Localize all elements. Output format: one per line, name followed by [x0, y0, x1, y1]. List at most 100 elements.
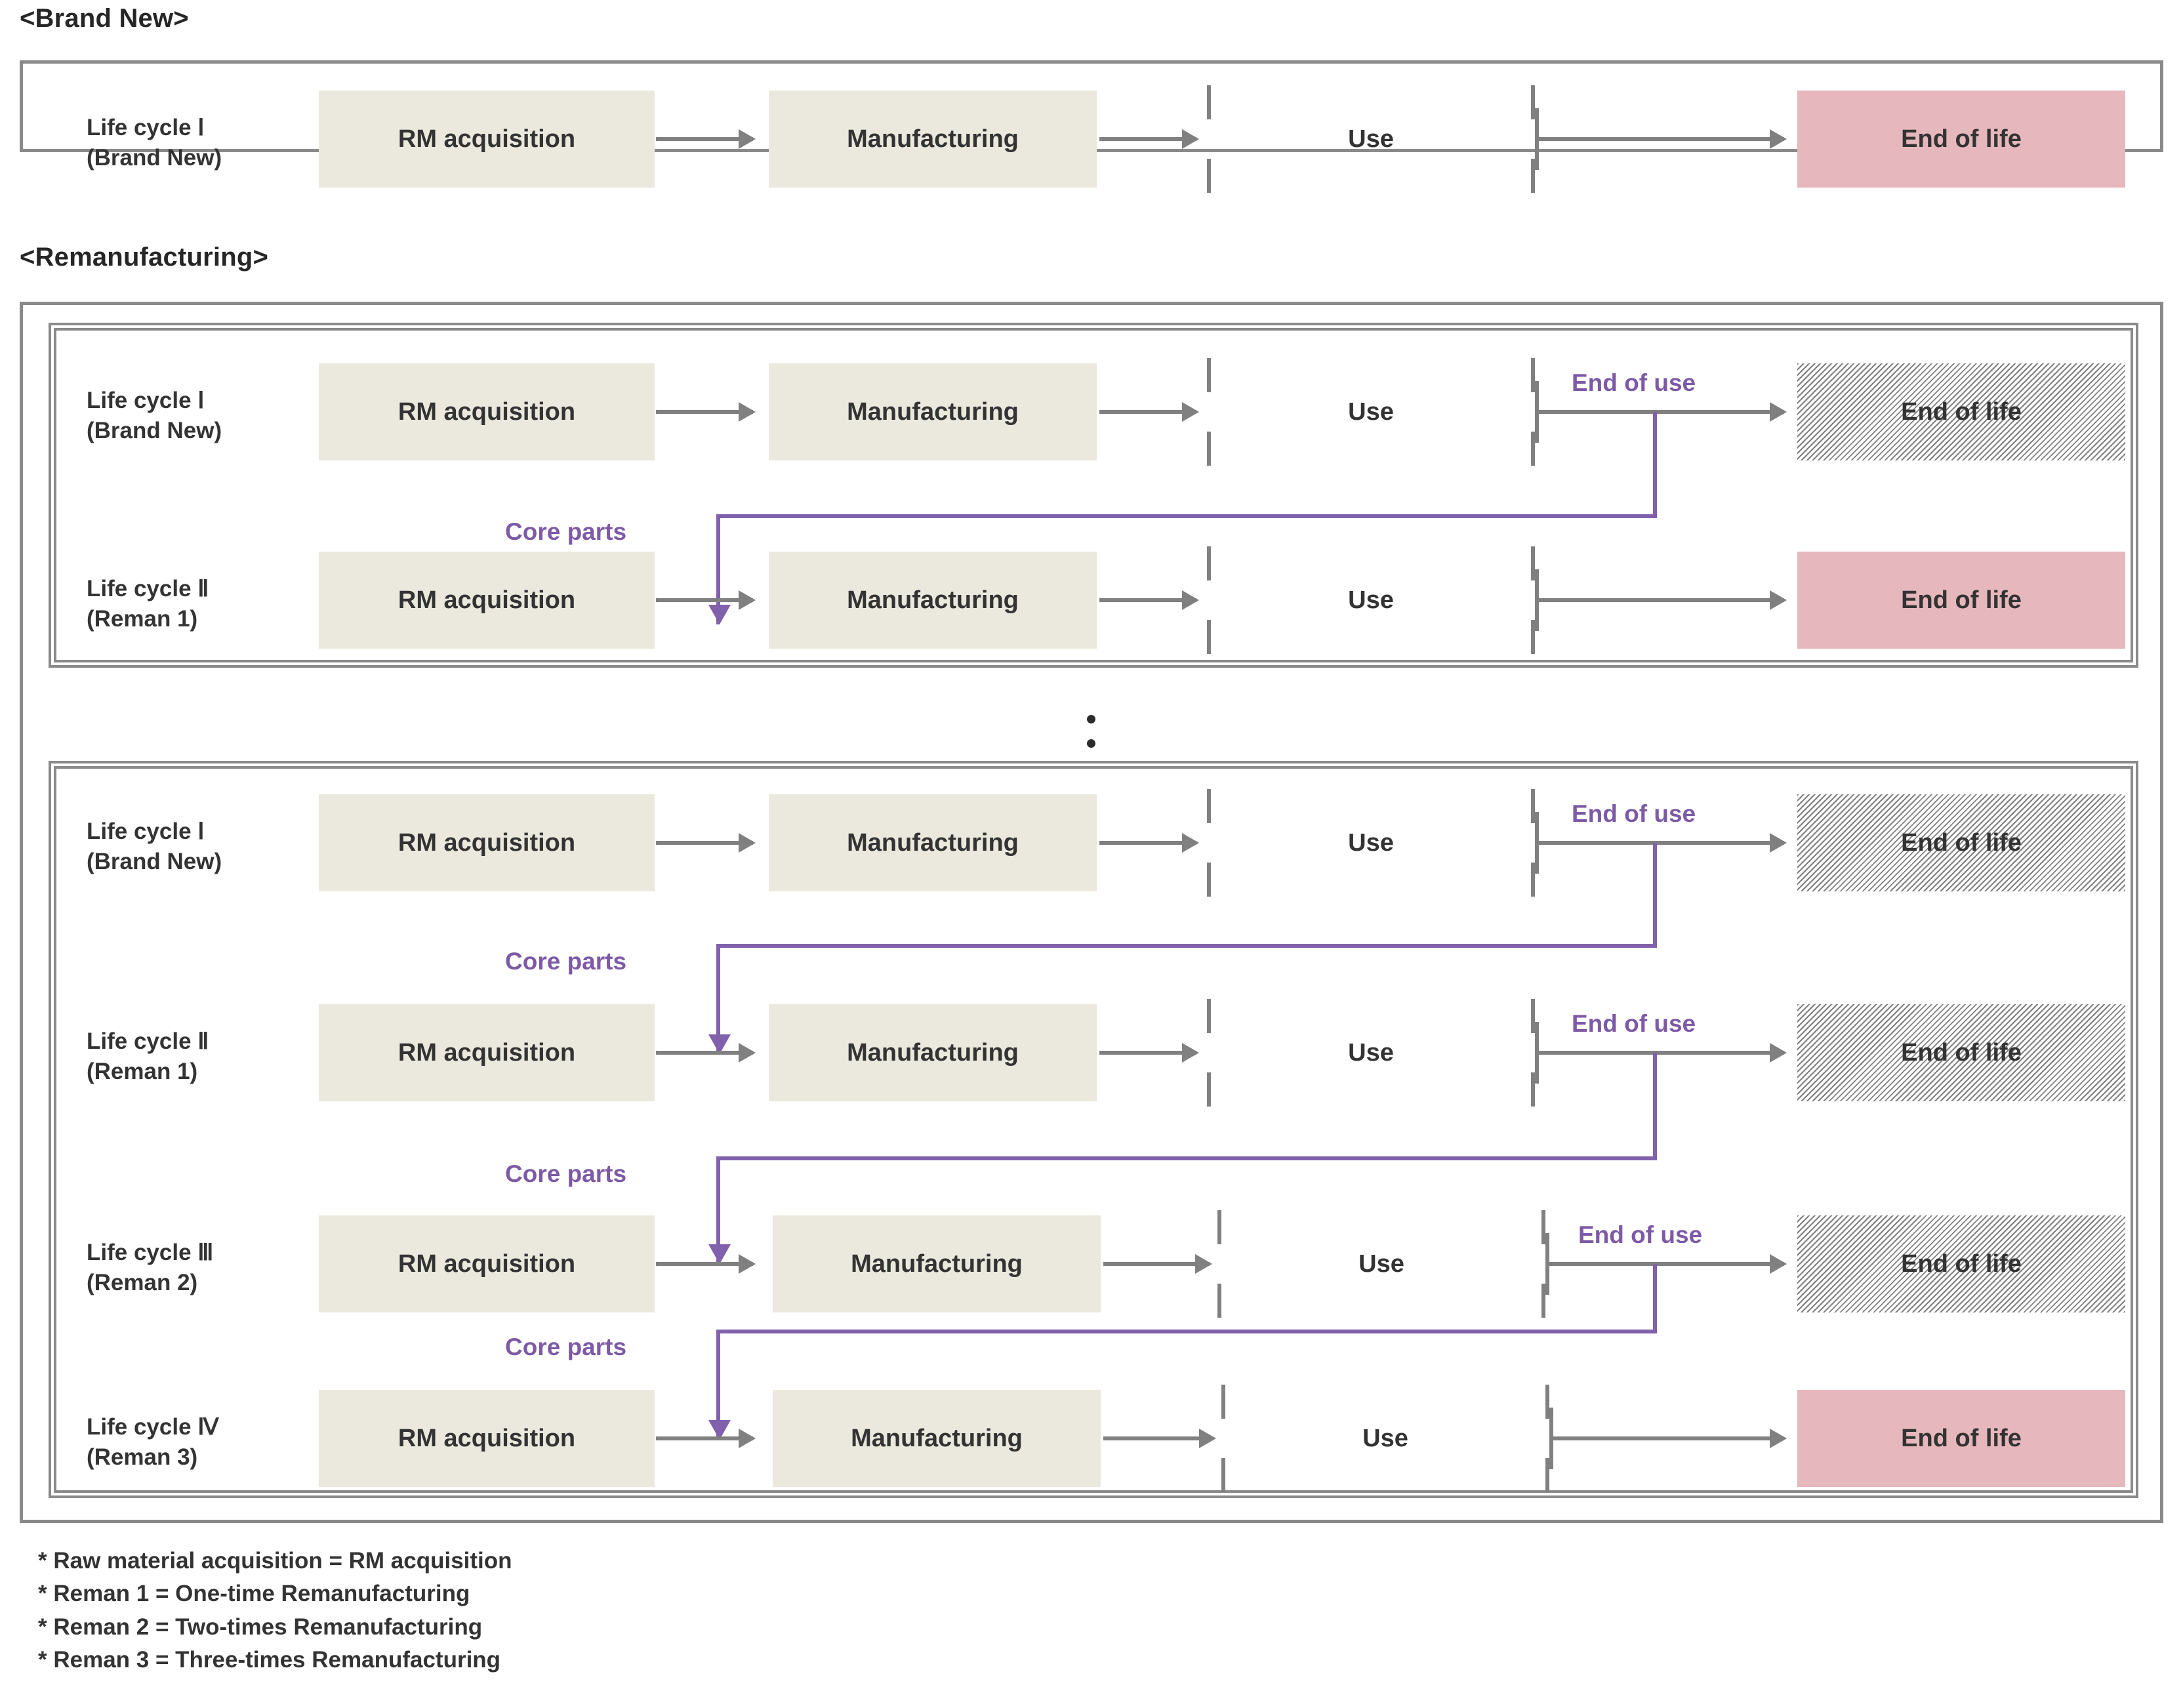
arrow-use-to-eol	[1553, 1436, 1784, 1440]
stage-use: Use	[1207, 85, 1535, 193]
row-label-gb-3: Life cycle Ⅲ (Reman 2)	[87, 1238, 213, 1297]
stage-rm-acquisition: RM acquisition	[319, 552, 655, 649]
use-exit-tick	[1535, 381, 1539, 443]
arrow-rm-to-mfg	[656, 1436, 753, 1440]
arrow-use-to-eol	[1539, 410, 1784, 414]
use-exit-tick	[1535, 1022, 1539, 1084]
core-parts-label: Core parts	[505, 1160, 627, 1187]
stage-end-of-life: End of life	[1797, 91, 2125, 188]
row-label-line2: (Reman 3)	[87, 1444, 198, 1470]
end-of-use-label: End of use	[1578, 1221, 1703, 1248]
use-exit-tick	[1535, 108, 1539, 170]
footnote-item: * Reman 3 = Three-times Remanufacturing	[38, 1647, 501, 1673]
stage-use-label: Use	[1348, 397, 1394, 426]
row-label-line1: Life cycle Ⅱ	[87, 576, 209, 601]
stage-end-of-life-label: End of life	[1901, 1250, 2022, 1278]
arrow-mfg-to-use	[1099, 598, 1196, 602]
stage-use-label: Use	[1348, 1038, 1394, 1067]
arrow-rm-to-mfg	[656, 137, 753, 141]
arrow-rm-to-mfg	[656, 410, 753, 414]
stage-end-of-life: End of life	[1797, 1215, 2125, 1312]
end-of-use-label: End of use	[1572, 1010, 1696, 1037]
stage-manufacturing: Manufacturing	[769, 91, 1097, 188]
row-label-line2: (Reman 2)	[87, 1269, 198, 1295]
arrow-use-to-eol	[1539, 841, 1784, 845]
stage-end-of-life: End of life	[1797, 1004, 2125, 1101]
arrow-use-to-eol	[1549, 1262, 1784, 1266]
row-label-line1: Life cycle Ⅳ	[87, 1414, 219, 1440]
stage-use-label: Use	[1358, 1250, 1404, 1278]
row-label-gb-1: Life cycle Ⅰ (Brand New)	[87, 817, 222, 876]
core-parts-connector	[1653, 1053, 1657, 1160]
row-label-line2: (Reman 1)	[87, 1058, 198, 1084]
stage-use: Use	[1207, 358, 1535, 466]
use-exit-tick	[1545, 1233, 1549, 1295]
core-parts-connector	[716, 1330, 720, 1440]
core-parts-connector	[1653, 1264, 1657, 1333]
stage-use: Use	[1221, 1385, 1549, 1492]
arrow-use-to-eol	[1539, 137, 1784, 141]
arrow-use-to-eol	[1539, 1051, 1784, 1055]
footnote-item: * Reman 2 = Two-times Remanufacturing	[38, 1614, 483, 1640]
arrow-mfg-to-use	[1103, 1436, 1214, 1440]
stage-use: Use	[1207, 546, 1535, 654]
stage-rm-acquisition: RM acquisition	[319, 794, 655, 891]
stage-rm-acquisition: RM acquisition	[319, 1390, 655, 1487]
stage-use: Use	[1217, 1210, 1545, 1318]
arrow-mfg-to-use	[1099, 1051, 1196, 1055]
arrow-mfg-to-use	[1099, 137, 1196, 141]
row-label-line1: Life cycle Ⅰ	[87, 115, 205, 140]
end-of-use-label: End of use	[1572, 800, 1696, 827]
use-exit-tick	[1535, 812, 1539, 874]
core-parts-connector	[716, 514, 1657, 518]
row-label-line1: Life cycle Ⅱ	[87, 1028, 209, 1054]
core-parts-connector	[1653, 843, 1657, 948]
core-parts-connector	[716, 1156, 720, 1264]
core-parts-arrowhead	[708, 605, 731, 624]
row-label-bn-1: Life cycle Ⅰ (Brand New)	[87, 113, 222, 173]
section-caption-remanufacturing: <Remanufacturing>	[20, 243, 269, 272]
row-label-ga-2: Life cycle Ⅱ (Reman 1)	[87, 574, 209, 634]
stage-rm-acquisition: RM acquisition	[319, 1004, 655, 1101]
row-label-gb-4: Life cycle Ⅳ (Reman 3)	[87, 1412, 219, 1472]
arrow-mfg-to-use	[1099, 410, 1196, 414]
use-exit-tick	[1535, 569, 1539, 631]
core-parts-connector	[716, 514, 720, 624]
stage-end-of-life: End of life	[1797, 552, 2125, 649]
footnote-item: * Reman 1 = One-time Remanufacturing	[38, 1581, 470, 1607]
row-label-line2: (Brand New)	[87, 848, 222, 874]
arrow-mfg-to-use	[1099, 841, 1196, 845]
stage-manufacturing: Manufacturing	[773, 1390, 1101, 1487]
core-parts-arrowhead	[708, 1244, 731, 1264]
row-label-line2: (Brand New)	[87, 144, 222, 171]
row-label-line1: Life cycle Ⅰ	[87, 819, 205, 844]
core-parts-connector	[716, 944, 1657, 948]
core-parts-connector	[716, 944, 720, 1054]
core-parts-connector	[716, 1156, 1657, 1160]
stage-manufacturing: Manufacturing	[769, 794, 1097, 891]
end-of-use-label: End of use	[1572, 369, 1696, 396]
stage-end-of-life-label: End of life	[1901, 397, 2022, 426]
stage-use-label: Use	[1362, 1424, 1408, 1452]
use-exit-tick	[1549, 1408, 1553, 1469]
stage-manufacturing: Manufacturing	[769, 363, 1097, 460]
stage-use-label: Use	[1348, 125, 1394, 153]
section-caption-brand-new: <Brand New>	[20, 4, 189, 33]
core-parts-label: Core parts	[505, 518, 627, 545]
row-label-line2: (Brand New)	[87, 417, 222, 443]
row-label-ga-1: Life cycle Ⅰ (Brand New)	[87, 386, 222, 445]
stage-rm-acquisition: RM acquisition	[319, 91, 655, 188]
stage-use: Use	[1207, 999, 1535, 1107]
stage-manufacturing: Manufacturing	[773, 1215, 1101, 1312]
stage-end-of-life-label: End of life	[1901, 1038, 2022, 1067]
footnotes-block: * Raw material acquisition = RM acquisit…	[38, 1545, 512, 1677]
row-label-line1: Life cycle Ⅲ	[87, 1240, 214, 1265]
stage-rm-acquisition: RM acquisition	[319, 363, 655, 460]
stage-manufacturing: Manufacturing	[769, 552, 1097, 649]
arrow-rm-to-mfg	[656, 598, 753, 602]
stage-use-label: Use	[1348, 586, 1394, 614]
row-label-gb-2: Life cycle Ⅱ (Reman 1)	[87, 1027, 209, 1086]
stage-use-label: Use	[1348, 828, 1394, 857]
core-parts-label: Core parts	[505, 1333, 627, 1360]
